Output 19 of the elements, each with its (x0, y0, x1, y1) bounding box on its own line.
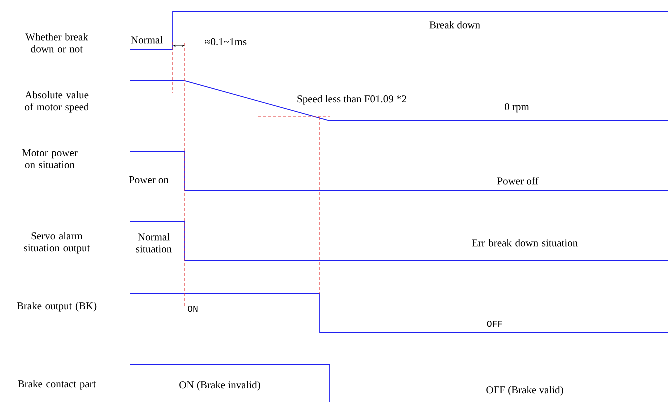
state-label: Power on (129, 176, 169, 184)
state-label: OFF (487, 320, 502, 328)
state-label: 0 rpm (505, 103, 530, 113)
state-label: Normal (131, 36, 163, 44)
state-label: Break down (430, 21, 480, 29)
row-label: Motor power on situation (22, 150, 78, 168)
row-label: Brake output (BK) (17, 302, 97, 312)
threshold-label: Speed less than F01.09 *2 (298, 95, 406, 105)
state-label: ON (Brake invalid) (180, 381, 260, 391)
row-label: Whether break down or not (26, 33, 88, 53)
state-label: OFF (Brake valid) (486, 386, 564, 396)
state-label: Power off (498, 177, 539, 185)
row-label: Absolute value of motor speed (25, 91, 90, 113)
time-label: ≈0.1~1ms (205, 38, 247, 46)
row-label: Servo alarm situation output (24, 232, 90, 254)
state-label: Normal situation (136, 233, 172, 253)
row-label: Brake contact part (18, 380, 96, 390)
state-label: Err break down situation (472, 239, 578, 247)
state-label: ON (188, 306, 198, 312)
